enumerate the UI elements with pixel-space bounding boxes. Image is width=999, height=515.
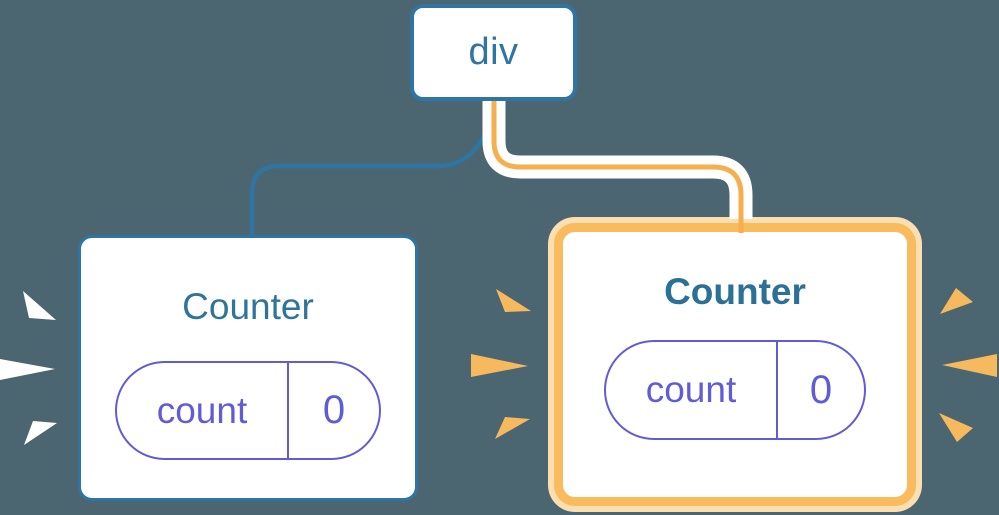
spark-ray-icon — [495, 417, 530, 439]
counter-title: Counter — [664, 271, 806, 312]
spark-ray-icon — [0, 359, 55, 380]
connector-left — [249, 98, 495, 238]
state-pill: count 0 — [115, 361, 381, 460]
spark-ray-icon — [496, 289, 531, 312]
connector-right — [491, 98, 744, 233]
state-value: 0 — [322, 388, 346, 432]
spark-ray-icon — [23, 291, 56, 320]
spark-ray-icon — [939, 413, 973, 442]
root-node-label: div — [468, 31, 519, 73]
spark-ray-icon — [942, 354, 997, 377]
spark-ray-icon — [940, 288, 973, 314]
spark-rays-orange-left — [471, 289, 531, 439]
counter-card-right: Counter count 0 — [554, 223, 916, 506]
state-pill: count 0 — [604, 340, 866, 440]
spark-ray-icon — [471, 354, 528, 377]
root-node: div — [410, 4, 577, 101]
spark-rays-white — [0, 291, 57, 445]
state-key-label: count — [606, 342, 778, 438]
counter-card-left: Counter count 0 — [78, 235, 418, 501]
spark-ray-icon — [24, 421, 57, 445]
counter-title: Counter — [182, 286, 314, 327]
connector-right-halo — [482, 98, 753, 219]
state-key-label: count — [117, 363, 289, 458]
counter-card-right-glow: Counter count 0 — [548, 217, 922, 512]
spark-rays-orange-right — [939, 288, 997, 442]
state-value: 0 — [809, 367, 833, 412]
